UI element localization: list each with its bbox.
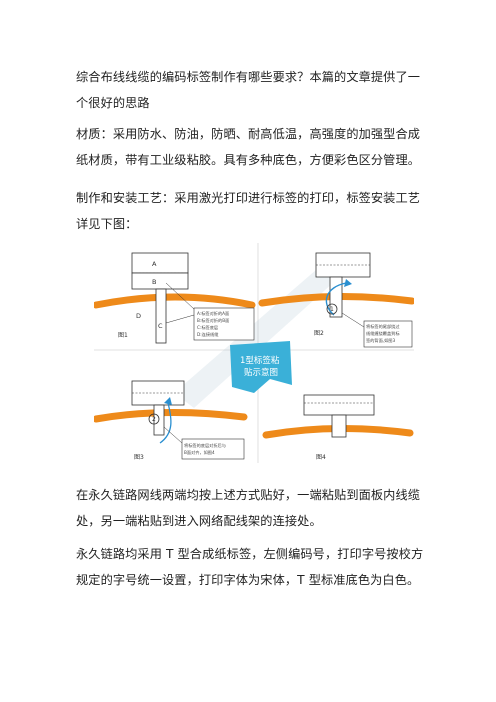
figure-title-badge: 1型标签粘 贴示意图 [230, 341, 292, 393]
note-line: 将标签的底层对折后与 [184, 442, 226, 449]
process-paragraph: 制作和安装工艺：采用激光打印进行标签的打印，标签安装工艺详见下图： [76, 191, 421, 231]
panel-1: A B D C A:标签对折的A面 B:标签对折的B面 C:标签底层 D:连接线… [94, 252, 256, 344]
cable [94, 293, 256, 309]
cable [94, 408, 248, 423]
panel-caption: 图4 [316, 454, 326, 461]
step-marker [326, 303, 338, 315]
label-installation-figure: A B D C A:标签对折的A面 B:标签对折的B面 C:标签底层 D:连接线… [94, 243, 414, 463]
note-line: 将标签的尾部绕过 [366, 323, 400, 330]
label-tail [155, 288, 167, 344]
step-marker [148, 413, 160, 425]
letter-a: A [152, 260, 157, 268]
badge-line-1: 1型标签粘 [240, 355, 280, 366]
note-line: 签的背面,如图3 [366, 337, 395, 344]
panel-2-note-box [363, 320, 413, 348]
wrap-arrow [325, 282, 347, 316]
panel-caption: 图2 [314, 330, 324, 337]
note-line: C:标签底层 [197, 324, 218, 331]
label-face-b [131, 272, 189, 290]
panel-1-note-box [193, 307, 255, 341]
letter-c: C [158, 322, 163, 330]
label-face-a [131, 252, 189, 274]
note-line: D:连接线缆 [197, 331, 219, 338]
letter-b: B [152, 278, 156, 286]
figure-svg: A B D C A:标签对折的A面 B:标签对折的B面 C:标签底层 D:连接线… [94, 243, 414, 463]
step-number: 2 [152, 416, 156, 423]
letter-d: D [136, 312, 141, 320]
badge-shape [230, 341, 292, 393]
panel-caption: 图3 [134, 454, 144, 461]
arrow-head [164, 397, 172, 405]
material-paragraph: 材质：采用防水、防油，防晒、耐高低温，高强度的加强型合成纸材质，带有工业级粘胶。… [76, 127, 421, 167]
note-line: B:标签对折的B面 [197, 317, 229, 324]
note-line: 线缆缠绕覆盖到标 [366, 330, 400, 337]
label-tail [329, 276, 343, 318]
note-line: B面对齐，如图4 [184, 449, 215, 456]
installation-paragraph: 在永久链路网线两端均按上述方式贴好，一端粘贴到面板内线缆处，另一端粘贴到进入网络… [76, 488, 421, 528]
label-tail [331, 414, 347, 438]
panel-4: 图4 [262, 394, 414, 461]
panel-caption: 图1 [118, 332, 128, 339]
step-number: 1 [330, 306, 334, 313]
panel-3-note-box [181, 438, 245, 460]
panel-2: 1 图2 将标签的尾部绕过 线缆缠绕覆盖到标 签的背面,如图3 [258, 252, 414, 348]
label-body [303, 394, 375, 416]
t-label-paragraph: 永久链路均采用 T 型合成纸标签，左侧编码号，打印字号按校方规定的字号统一设置，… [76, 547, 424, 587]
intro-paragraph: 综合布线线缆的编码标签制作有哪些要求？本篇的文章提供了一个很好的思路 [76, 70, 421, 110]
arrow-head [344, 279, 352, 287]
note-line: A:标签对折的A面 [197, 310, 229, 317]
badge-line-2: 贴示意图 [244, 367, 278, 378]
fold-arrow [159, 402, 172, 444]
panel-3: 2 图3 将标签的底层对折后与 B面对齐，如图4 [94, 380, 248, 461]
